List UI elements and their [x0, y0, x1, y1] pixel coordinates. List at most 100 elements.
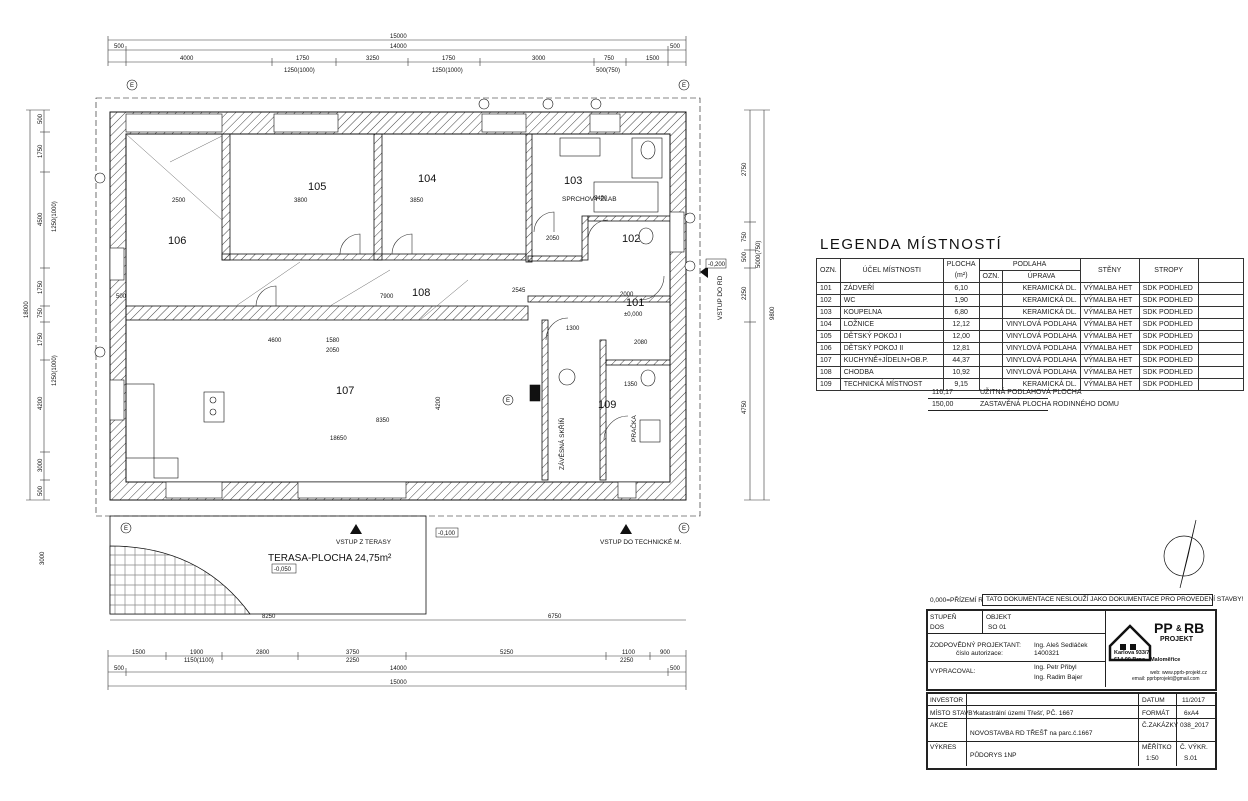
- dim-inner: 3850: [410, 198, 424, 204]
- legend-cell-floor: VINYLOVÁ PODLAHA: [1002, 330, 1081, 343]
- legend-cell-name: WC: [839, 294, 944, 307]
- left-dim-texts: 18000 500 1750 4500 1750 750 1750 4200 3…: [24, 113, 58, 496]
- legend-cell-no: 102: [816, 294, 841, 307]
- legend-cell-ceiling: SDK PODHLED: [1138, 378, 1199, 391]
- dim-right-a: 2250: [742, 286, 748, 300]
- dim-inner: 7900: [380, 294, 394, 300]
- dim-inner: 4600: [268, 338, 282, 344]
- dim-top-sub: 1250(1000): [284, 68, 315, 74]
- address-line-1: Karlova 933/7: [1114, 650, 1150, 656]
- legend-cell-ceiling: SDK PODHLED: [1138, 294, 1199, 307]
- room-106-label: 106: [168, 235, 186, 247]
- north-arrow-icon: [1163, 519, 1205, 589]
- dim-bottom-inner: 1500: [132, 650, 146, 656]
- axis-mark: E: [130, 83, 134, 89]
- room-105-label: 105: [308, 181, 326, 193]
- cvykr-label: Č. VÝKR.: [1180, 744, 1208, 751]
- note-hanging-cabinet: ZÁVĚSNÁ SKŘÍŇ: [557, 418, 566, 470]
- legend-cell-floor: VINYLOVÁ PODLAHA: [1002, 342, 1081, 355]
- dim-top-mid: 500: [114, 44, 125, 50]
- legend-cell-walls: VÝMALBA HET: [1079, 330, 1140, 343]
- akce-label: AKCE: [930, 722, 948, 729]
- legend-cell-ceiling: SDK PODHLED: [1138, 330, 1199, 343]
- stupen-value: DOS: [930, 624, 945, 631]
- legend-cell-area: 1,90: [942, 294, 980, 307]
- legend-cell-area: 10,92: [942, 366, 980, 379]
- dim-top-inner: 4000: [180, 56, 194, 62]
- inner-dim-texts: 2500 3800 3850 3400 2050 1300 500 4600 7…: [116, 196, 648, 442]
- sum-built-value: 150,00: [932, 401, 954, 408]
- legend-header-no: OZN.: [816, 258, 841, 283]
- legend-cell-walls: VÝMALBA HET: [1079, 282, 1140, 295]
- legend-cell-no: 106: [816, 342, 841, 355]
- legend-cell-floor-no: [978, 306, 1004, 319]
- dim-right-a: 500: [742, 251, 748, 262]
- legend-header-floor-finish: ÚPRAVA: [1002, 270, 1081, 283]
- dim-top-inner: 1500: [646, 56, 660, 62]
- axis-mark: E: [124, 526, 128, 532]
- legend-cell-floor-no: [978, 282, 1004, 295]
- legend-cell-area: 6,10: [942, 282, 980, 295]
- dim-top-inner: 3000: [532, 56, 546, 62]
- dim-inner: 500: [116, 294, 127, 300]
- legend-cell-no: 101: [816, 282, 841, 295]
- dim-right-b: 9800: [770, 306, 776, 320]
- dim-left-a: 3000: [38, 458, 44, 472]
- logo-sub: PROJEKT: [1160, 636, 1194, 643]
- legend-cell-walls: VÝMALBA HET: [1079, 354, 1140, 367]
- room-107-label: 107: [336, 385, 354, 397]
- level-outside: -0,100: [438, 531, 456, 537]
- legend-cell-floor: KERAMICKÁ DL.: [1002, 282, 1081, 295]
- dim-top-inner: 1750: [442, 56, 456, 62]
- top-dim-texts: 15000 500 14000 500 4000 1750 3250 1750 …: [114, 34, 681, 74]
- legend-header-walls: STĚNY: [1079, 258, 1140, 283]
- legend-cell-floor-no: [978, 330, 1004, 343]
- dim-inner: 2000: [620, 292, 634, 298]
- room-109-label: 109: [598, 399, 616, 411]
- legend-cell-ceiling: SDK PODHLED: [1138, 282, 1199, 295]
- legend-cell-empty: [1197, 318, 1244, 331]
- right-dimensions: [744, 109, 770, 501]
- legend-cell-name: KUCHYNĚ+JÍDELN+OB.P.: [839, 354, 944, 367]
- legend-header-name: ÚČEL MÍSTNOSTI: [839, 258, 944, 283]
- cvykr-value: S.01: [1184, 755, 1198, 762]
- legend-cell-empty: [1197, 366, 1244, 379]
- dim-left-a: 500: [38, 113, 44, 124]
- legend-cell-walls: VÝMALBA HET: [1079, 306, 1140, 319]
- interior-walls: [125, 133, 671, 481]
- dim-top-sub: 500(750): [596, 68, 620, 74]
- legend-cell-area: 12,81: [942, 342, 980, 355]
- sum-built-label: ZASTAVĚNÁ PLOCHA RODINNÉHO DOMU: [980, 401, 1119, 408]
- dim-bottom-inner: 1100: [622, 650, 636, 656]
- autor-value: 1400321: [1034, 650, 1060, 657]
- dim-right-b: 5000(750): [756, 241, 762, 268]
- dim-bottom-inner: 5250: [500, 650, 514, 656]
- dim-inner: 2545: [512, 288, 526, 294]
- dim-top-sub: 1250(1000): [432, 68, 463, 74]
- dim-bottom-inner: 900: [660, 650, 671, 656]
- legend-cell-no: 108: [816, 366, 841, 379]
- diagonal-marks: [125, 133, 469, 321]
- vyprac-name1: Ing. Petr Přibyl: [1034, 664, 1077, 671]
- legend-cell-empty: [1197, 342, 1244, 355]
- legend-cell-floor: VINYLOVÁ PODLAHA: [1002, 366, 1081, 379]
- legend-cell-walls: VÝMALBA HET: [1079, 294, 1140, 307]
- zakazka-label: Č.ZAKÁZKY: [1142, 722, 1179, 729]
- axis-mark: E: [506, 398, 510, 404]
- dim-terrace: 6750: [548, 614, 562, 620]
- dim-left-b: 1250(1000): [52, 201, 58, 232]
- warning-text: TATO DOKUMENTACE NESLOUŽÍ JAKO DOKUMENTA…: [986, 596, 1244, 603]
- legend-cell-walls: VÝMALBA HET: [1079, 366, 1140, 379]
- note-shower-drain: SPRCHOVÝ ŽLAB: [562, 194, 617, 203]
- dim-left-outer: 18000: [24, 301, 30, 318]
- dim-bottom-mid: 14000: [390, 666, 407, 672]
- legend-cell-ceiling: SDK PODHLED: [1138, 342, 1199, 355]
- akce-value: NOVOSTAVBA RD TŘEŠŤ na parc.č.1667: [970, 730, 1093, 737]
- legend-cell-floor: VINYLOVÁ PODLAHA: [1002, 354, 1081, 367]
- legend-cell-walls: VÝMALBA HET: [1079, 342, 1140, 355]
